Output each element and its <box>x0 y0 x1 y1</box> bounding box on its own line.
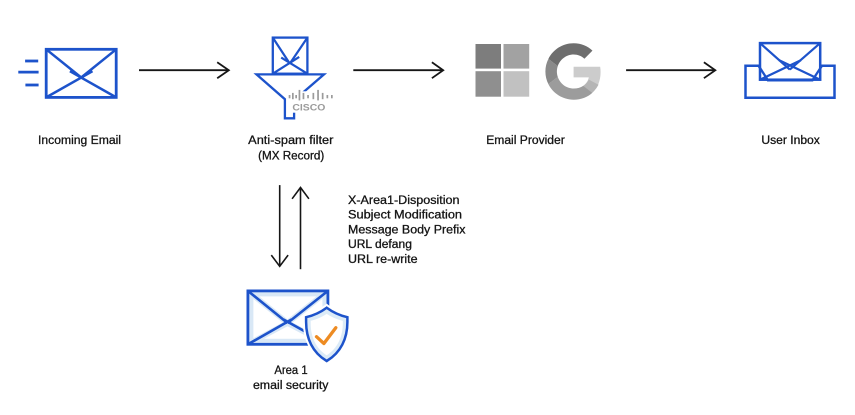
svg-text:URL defang: URL defang <box>348 237 412 251</box>
svg-text:Area 1: Area 1 <box>274 363 307 377</box>
svg-text:Anti-spam filter: Anti-spam filter <box>248 133 333 147</box>
svg-text:X-Area1-Disposition: X-Area1-Disposition <box>348 193 460 207</box>
svg-text:email security: email security <box>253 378 329 392</box>
svg-text:Message Body Prefix: Message Body Prefix <box>348 222 466 236</box>
svg-text:User Inbox: User Inbox <box>761 133 820 147</box>
svg-text:(MX Record): (MX Record) <box>258 148 324 162</box>
svg-text:Email Provider: Email Provider <box>486 133 565 147</box>
svg-text:URL re-write: URL re-write <box>348 252 418 266</box>
svg-text:Subject Modification: Subject Modification <box>348 208 462 222</box>
svg-text:CISCO: CISCO <box>292 102 326 113</box>
svg-text:Incoming Email: Incoming Email <box>38 133 121 147</box>
